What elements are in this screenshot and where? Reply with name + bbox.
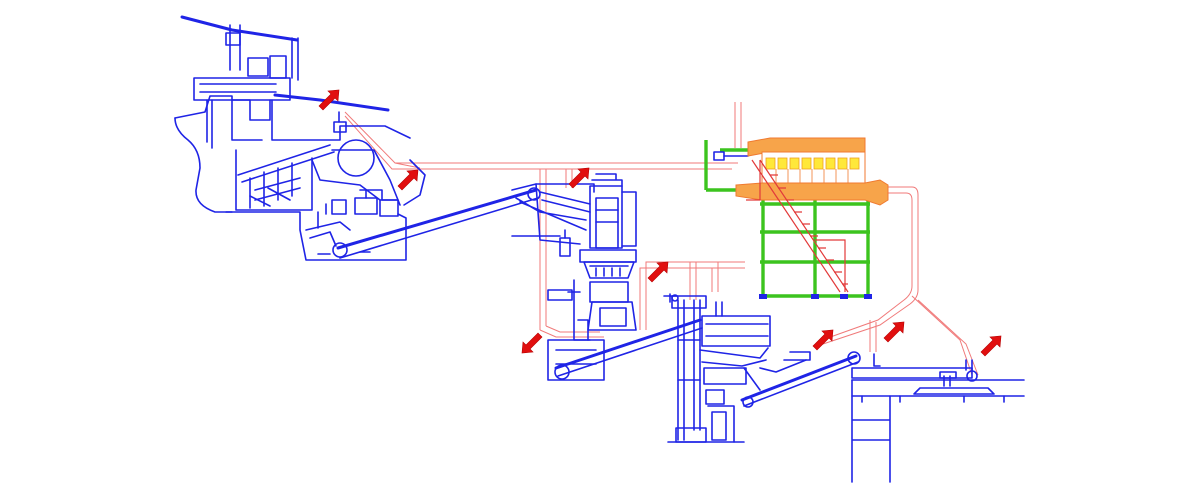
belt-conveyor-1 [332, 187, 541, 259]
airflow-arrow-mill-inlet [647, 261, 669, 283]
vibrating-screen [511, 183, 595, 257]
duct-mill-branch [539, 325, 604, 338]
duct-stockpile-branch [911, 295, 979, 376]
bag-filter-unit [704, 137, 889, 299]
crusher-building [174, 15, 411, 213]
duct-collector-inlet-up [734, 102, 742, 148]
vertical-mill [547, 173, 637, 381]
airflow-arrow-crusher-outlet [397, 169, 419, 191]
filter-bags [765, 157, 860, 170]
access-stair [746, 159, 849, 293]
duct-main-lower [394, 162, 547, 330]
duct-sieve-branch [689, 262, 719, 300]
duct-right-loop [819, 186, 919, 346]
stockpile-transfer [851, 353, 1025, 483]
duct-conveyor-branch [869, 320, 877, 352]
airflow-arrow-stockpile-feed [980, 335, 1002, 357]
dust-collection-ducts [344, 102, 979, 376]
powder-sieve [699, 301, 811, 443]
process-equipment [174, 15, 1025, 483]
filter-bag-cells [775, 169, 849, 183]
vibrating-feeder [235, 144, 335, 211]
airflow-arrow-mill-discharge [521, 332, 543, 354]
duct-mid-branch [639, 261, 745, 330]
fittings [669, 293, 679, 303]
jaw-crusher [311, 139, 426, 217]
collector-inlet-piping [713, 151, 749, 161]
airflow-arrow-sieve-outlet [812, 329, 834, 351]
bucket-elevator [663, 295, 745, 443]
belt-conveyor-3 [740, 351, 861, 408]
crusher-foundation [225, 199, 407, 261]
filter-housing [735, 137, 889, 206]
airflow-arrow-conveyor-transfer [883, 321, 905, 343]
duct-main-upper [344, 111, 738, 170]
frame-feet [759, 294, 872, 299]
